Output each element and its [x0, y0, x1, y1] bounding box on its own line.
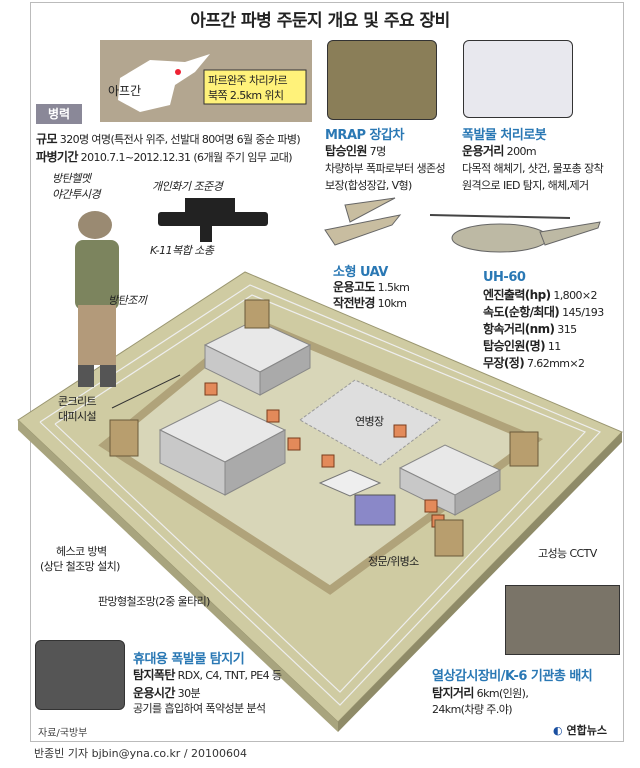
rifle-label: K-11복합 소총: [150, 244, 214, 257]
uav-radius-value: 10km: [377, 297, 407, 310]
robot-range-label: 운용거리: [462, 144, 504, 158]
detector-title: 휴대용 폭발물 탐지기: [133, 652, 245, 667]
infographic-frame: [30, 2, 624, 742]
gate-label: 정문/위병소: [368, 555, 419, 568]
byline: 반종빈 기자 bjbin@yna.co.kr / 20100604: [34, 747, 248, 760]
detector-targets-value: RDX, C4, TNT, PE4 등: [177, 669, 282, 682]
thermal-title: 열상감시장비/K-6 기관총 배치: [432, 669, 593, 684]
uav-alt-value: 1.5km: [377, 281, 410, 294]
uh60-specs: 엔진출력(hp) 1,800×2 속도(순항/최대) 145/193 항속거리(…: [483, 287, 604, 372]
robot-title: 폭발물 처리로봇: [462, 128, 547, 143]
leader-line: [111, 374, 181, 409]
building: [158, 319, 502, 516]
wire-fence: [39, 284, 602, 706]
hesco-label-2: (상단 철조망 설치): [40, 560, 120, 573]
fence-label: 판망형철조망(2중 울타리): [98, 595, 210, 608]
map-callout-line1: 파르완주 차리카르: [208, 74, 288, 87]
guard-post: [318, 469, 382, 497]
map-country-label: 아프간: [108, 84, 142, 98]
period-value: 2010.7.1~2012.12.31 (6개월 주기 임무 교대): [80, 151, 293, 164]
afghanistan-shape: [118, 54, 210, 112]
detector-targets-label: 탐지폭탄: [133, 668, 175, 682]
period-label: 파병기간: [36, 150, 78, 164]
uav-title: 소형 UAV: [333, 265, 388, 280]
concrete-shelters: [204, 382, 445, 528]
detector-time-label: 운용시간: [133, 686, 175, 700]
mrap-photo: [327, 40, 437, 120]
mrap-desc2: 보장(합성장갑, V형): [325, 179, 412, 192]
thermal-range-value2: 24km(차량 주.야): [432, 703, 513, 716]
uh60-title: UH-60: [483, 270, 526, 285]
uav-illustration: [324, 197, 402, 246]
parade-ground-label: 연병장: [355, 415, 384, 428]
helicopter-illustration: [429, 214, 601, 253]
location-marker: [175, 69, 181, 75]
uh60-spec-row: 항속거리(nm) 315: [483, 322, 577, 336]
mrap-crew-label: 탑승인원: [325, 144, 367, 158]
soldier-illustration: [75, 211, 119, 387]
detector-photo: [35, 640, 125, 710]
scope-label: 개인화기 조준경: [152, 180, 223, 193]
source-label: 자료/국방부: [38, 728, 88, 739]
uav-alt-label: 운용고도: [333, 280, 375, 294]
watchtowers: [109, 299, 539, 557]
page-title: 아프간 파병 주둔지 개요 및 주요 장비: [190, 11, 450, 31]
troops-badge: 병력: [36, 104, 82, 124]
yonhap-logo: ◐ 연합뉴스: [553, 724, 607, 737]
logo-icon: ◐: [553, 724, 563, 737]
shelter-label-1: 콘크리트: [58, 395, 97, 408]
uh60-spec-row: 탑승인원(명) 11: [483, 339, 561, 353]
nvg-label: 야간투시경: [52, 188, 101, 201]
robot-photo: [463, 40, 573, 118]
rifle-illustration: [158, 198, 268, 242]
mrap-crew-value: 7명: [369, 145, 387, 158]
uh60-spec-row: 엔진출력(hp) 1,800×2: [483, 288, 597, 302]
cctv-photo: [505, 585, 620, 655]
detector-time-value: 30분: [177, 687, 201, 700]
robot-desc1: 다목적 해체기, 샷건, 물포총 장착: [462, 162, 604, 175]
thermal-range-value: 6km(인원),: [476, 687, 529, 700]
uh60-spec-row: 속도(순항/최대) 145/193: [483, 305, 604, 319]
uav-radius-label: 작전반경: [333, 296, 375, 310]
thermal-range-label: 탐지거리: [432, 686, 474, 700]
vest-label: 방탄조끼: [108, 294, 147, 307]
parade-ground: [299, 379, 441, 466]
mrap-desc1: 차량하부 폭파로부터 생존성: [325, 162, 446, 175]
robot-desc2: 원격으로 IED 탐지, 해체,제거: [462, 179, 589, 192]
map-callout-line2: 북쪽 2.5km 위치: [208, 89, 284, 102]
ground-edge: [18, 420, 338, 732]
main-gate: [354, 494, 396, 526]
robot-range-value: 200m: [506, 145, 537, 158]
helmet-label: 방탄헬멧: [52, 172, 91, 185]
cctv-label: 고성능 CCTV: [538, 547, 597, 560]
hesco-label-1: 헤스코 방벽: [56, 545, 107, 558]
scale-value: 320명 여명(특전사 위주, 선발대 80여명 6월 중순 파병): [59, 133, 301, 146]
mrap-title: MRAP 장갑차: [325, 128, 404, 143]
detector-desc: 공기를 흡입하여 폭약성분 분석: [133, 702, 266, 715]
scale-label: 규모: [36, 132, 57, 146]
uh60-spec-row: 무장(정) 7.62mm×2: [483, 356, 585, 370]
shelter-label-2: 대피시설: [58, 410, 97, 423]
